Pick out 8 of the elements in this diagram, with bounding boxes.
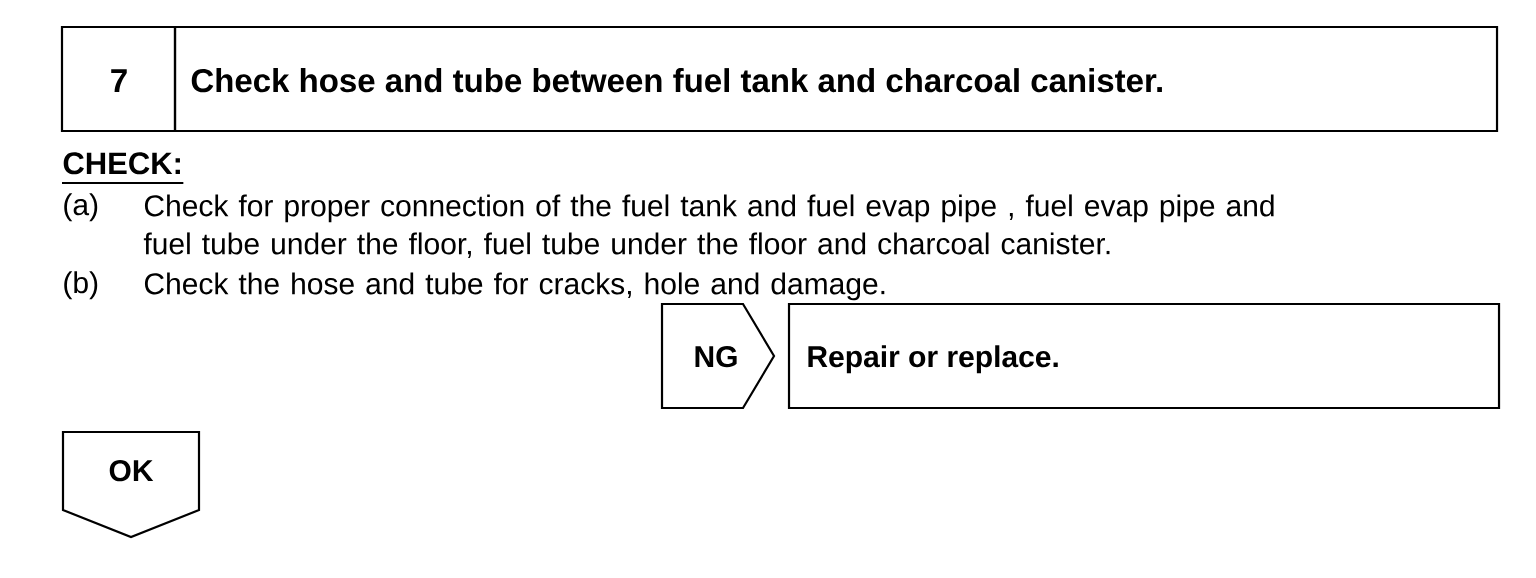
instruction-text: Check for proper connection of the fuel tank and fuel evap pipe , fuel evap pipe and fuel tube under the floor, fuel tube under the floor and charcoal canister. bbox=[143, 194, 1274, 258]
list-marker: (a) bbox=[64, 193, 98, 222]
section-heading: CHECK: bbox=[61, 152, 185, 184]
action-box: Repair or replace. bbox=[787, 302, 1501, 410]
heading-box: Check hose and tube between fuel tank and charcoal canister. bbox=[173, 25, 1499, 133]
instruction-text: Check the hose and tube for cracks, hole and damage. bbox=[144, 272, 885, 301]
number-box: 7 bbox=[60, 25, 177, 133]
list-marker: (b) bbox=[64, 271, 98, 300]
